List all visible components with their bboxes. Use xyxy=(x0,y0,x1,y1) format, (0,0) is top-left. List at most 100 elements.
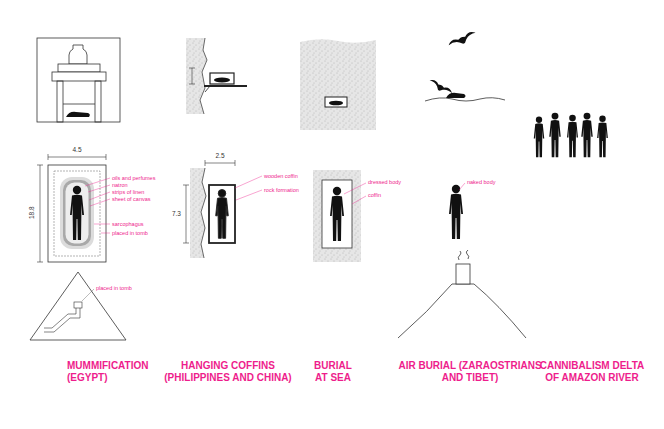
tomb-elevation xyxy=(37,38,120,122)
vultures xyxy=(446,93,466,98)
leader-line xyxy=(88,185,110,192)
tower-of-silence xyxy=(398,250,526,338)
people-group xyxy=(581,113,593,158)
dimension-line xyxy=(40,165,41,262)
mummy-plan xyxy=(54,171,100,256)
sea-section xyxy=(322,180,352,248)
dimension-line xyxy=(48,157,106,158)
pyramid xyxy=(44,308,80,332)
leader-line xyxy=(236,190,262,200)
sea-section xyxy=(325,97,347,107)
annotation-label: strips of linen xyxy=(112,189,144,195)
hanging-coffin xyxy=(204,85,247,87)
dimension-label: 4.5 xyxy=(72,146,81,153)
annotation-label: oils and perfumes xyxy=(112,175,155,181)
hanging-coffin xyxy=(210,73,234,84)
leader-line xyxy=(235,176,262,200)
method-title: BURIAL AT SEA xyxy=(314,360,352,384)
annotation-label: sarcophagus xyxy=(112,221,144,227)
people-group xyxy=(597,116,608,158)
people-group xyxy=(549,113,561,158)
naked-body xyxy=(449,185,463,239)
annotation-label: placed in tomb xyxy=(96,285,132,291)
tomb-elevation xyxy=(69,45,87,64)
vultures xyxy=(425,98,505,101)
people-group xyxy=(567,115,578,158)
dimension-line xyxy=(189,68,195,69)
annotation-label: sheet of canvas xyxy=(112,196,151,202)
pyramid xyxy=(44,308,76,328)
dimension-line xyxy=(183,185,189,186)
pyramid xyxy=(30,272,126,340)
dimension-label: 2.5 xyxy=(215,152,224,159)
hanging-coffin xyxy=(205,86,210,92)
tomb-elevation xyxy=(95,81,101,122)
dimension-line xyxy=(192,68,193,84)
mummy-plan xyxy=(48,165,106,262)
rock-formation xyxy=(186,38,207,114)
tomb-elevation xyxy=(52,72,106,81)
dimension-line xyxy=(235,160,236,166)
dimension-line xyxy=(183,243,189,244)
people-group xyxy=(534,113,608,158)
dimension-line xyxy=(48,154,49,160)
annotation-label: rock formation xyxy=(264,187,299,193)
tower-of-silence xyxy=(458,251,461,260)
tomb-elevation xyxy=(37,38,120,122)
hanging-coffin xyxy=(214,78,230,83)
pyramid xyxy=(74,302,82,308)
annotation-label: placed in tomb xyxy=(112,230,148,236)
vultures xyxy=(447,30,477,50)
vultures xyxy=(425,30,505,101)
method-title: CANNIBALISM DELTA OF AMAZON RIVER xyxy=(539,360,646,384)
leader-line xyxy=(89,192,110,200)
people-group xyxy=(534,117,545,158)
sea-section xyxy=(330,187,344,241)
mummy-plan xyxy=(70,186,84,240)
leader-line xyxy=(94,224,110,225)
leader-line xyxy=(235,176,262,188)
leader-line xyxy=(85,178,110,233)
leader-line xyxy=(85,178,110,186)
leader-line xyxy=(344,183,366,204)
method-title: MUMMIFICATION (EGYPT) xyxy=(67,360,89,384)
mummy-plan xyxy=(63,180,91,246)
leader-line xyxy=(352,196,366,204)
annotation-label: dressed body xyxy=(368,179,401,185)
annotation-label: natron xyxy=(112,182,128,188)
annotation-label: naked body xyxy=(467,179,495,185)
tower-of-silence xyxy=(398,284,526,338)
rock-formation xyxy=(190,168,206,258)
rock-formation xyxy=(200,38,207,114)
tower-of-silence xyxy=(466,250,469,259)
sea-section xyxy=(329,101,343,106)
dimension-line xyxy=(106,154,107,160)
dimension-line xyxy=(37,165,43,166)
hanging-coffin xyxy=(209,185,235,243)
dimension-line xyxy=(205,163,235,164)
method-title: AIR BURIAL (ZARAOSTRIANS AND TIBET) xyxy=(398,360,542,384)
dimension-line xyxy=(189,84,195,85)
tomb-elevation xyxy=(66,112,90,117)
leader-line xyxy=(344,183,366,194)
sea-section xyxy=(300,39,376,130)
mummy-plan xyxy=(60,177,94,249)
tomb-elevation xyxy=(58,64,100,72)
mummy-plan xyxy=(48,165,106,262)
leader-line xyxy=(82,289,94,301)
mummy-plan xyxy=(66,183,89,244)
dimension-line xyxy=(37,154,106,262)
tomb-elevation xyxy=(57,81,63,122)
dimension-line xyxy=(183,68,235,243)
dimension-line xyxy=(205,160,206,166)
dimension-line xyxy=(186,185,187,243)
leader-line xyxy=(459,183,465,190)
dimension-line xyxy=(37,262,43,263)
tower-of-silence xyxy=(456,264,470,284)
annotation-label: wooden coffin xyxy=(264,173,298,179)
sea-section xyxy=(313,170,361,262)
hanging-coffin xyxy=(216,190,229,239)
pyramid xyxy=(30,272,126,340)
method-title: HANGING COFFINS (PHILIPPINES AND CHINA) xyxy=(163,360,293,384)
